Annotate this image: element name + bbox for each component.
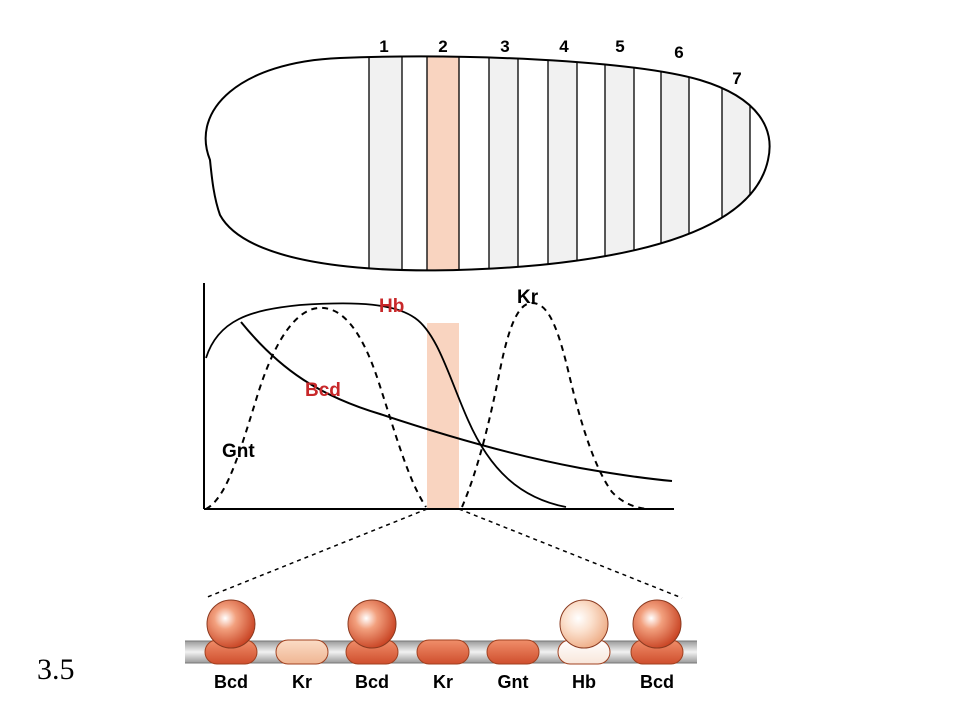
enhancer-diagram: Bcd Kr Bcd Kr Gnt Hb Bcd [185, 599, 697, 692]
bcd-label: Bcd [305, 380, 341, 401]
binding-site-hb-6: Hb [557, 599, 611, 692]
stripe-numbers: 1 2 3 4 5 6 7 [379, 37, 741, 88]
bound-protein-bcd [632, 599, 682, 649]
embryo-stripes [368, 56, 751, 271]
bcd-curve [240, 321, 673, 482]
stripe-number-5: 5 [615, 37, 624, 56]
zoom-line-left [204, 508, 428, 599]
binding-sites: Bcd Kr Bcd Kr Gnt Hb Bcd [204, 599, 684, 692]
embryo-stripe-5 [604, 56, 635, 271]
binding-site-label: Bcd [640, 672, 674, 692]
binding-site-bcd-3: Bcd [345, 599, 399, 692]
kr-curve [461, 301, 651, 510]
hb-curve [205, 302, 567, 508]
binding-site-kr-4: Kr [416, 639, 470, 692]
embryo-diagram: 1 2 3 4 5 6 7 [204, 37, 771, 272]
binding-site-label: Kr [292, 672, 312, 692]
zoom-line-right [458, 508, 683, 599]
embryo-outline [204, 55, 771, 272]
stripe-number-7: 7 [732, 69, 741, 88]
bound-protein-bcd [206, 599, 256, 649]
gradient-graph: Hb Bcd Kr Gnt [203, 283, 683, 599]
bound-protein-hb [559, 599, 609, 649]
binding-site-oval [275, 639, 329, 665]
embryo-stripe-3 [488, 56, 519, 271]
binding-site-gnt-5: Gnt [486, 639, 540, 692]
binding-site-label: Kr [433, 672, 453, 692]
embryo-stripe-2 [426, 56, 460, 271]
binding-site-label: Bcd [214, 672, 248, 692]
gnt-curve [205, 306, 427, 510]
binding-site-kr-2: Kr [275, 639, 329, 692]
binding-site-label: Bcd [355, 672, 389, 692]
stripe2-highlight-band [427, 323, 459, 509]
bound-protein-bcd [347, 599, 397, 649]
binding-site-bcd-7: Bcd [630, 599, 684, 692]
binding-site-label: Hb [572, 672, 596, 692]
stripe-number-2: 2 [438, 37, 447, 56]
embryo-stripe-4 [547, 56, 578, 271]
binding-site-oval [416, 639, 470, 665]
gnt-label: Gnt [222, 441, 255, 462]
embryo-stripe-6 [660, 56, 690, 271]
kr-label: Kr [517, 287, 539, 308]
binding-site-bcd-1: Bcd [204, 599, 258, 692]
hb-label: Hb [379, 296, 404, 317]
stripe-number-6: 6 [674, 43, 683, 62]
figure-number: 3.5 [37, 653, 75, 686]
binding-site-label: Gnt [498, 672, 529, 692]
embryo-stripe-1 [368, 56, 403, 271]
stripe-number-1: 1 [379, 37, 388, 56]
stripe-number-3: 3 [500, 37, 509, 56]
binding-site-oval [486, 639, 540, 665]
stripe-number-4: 4 [559, 37, 569, 56]
